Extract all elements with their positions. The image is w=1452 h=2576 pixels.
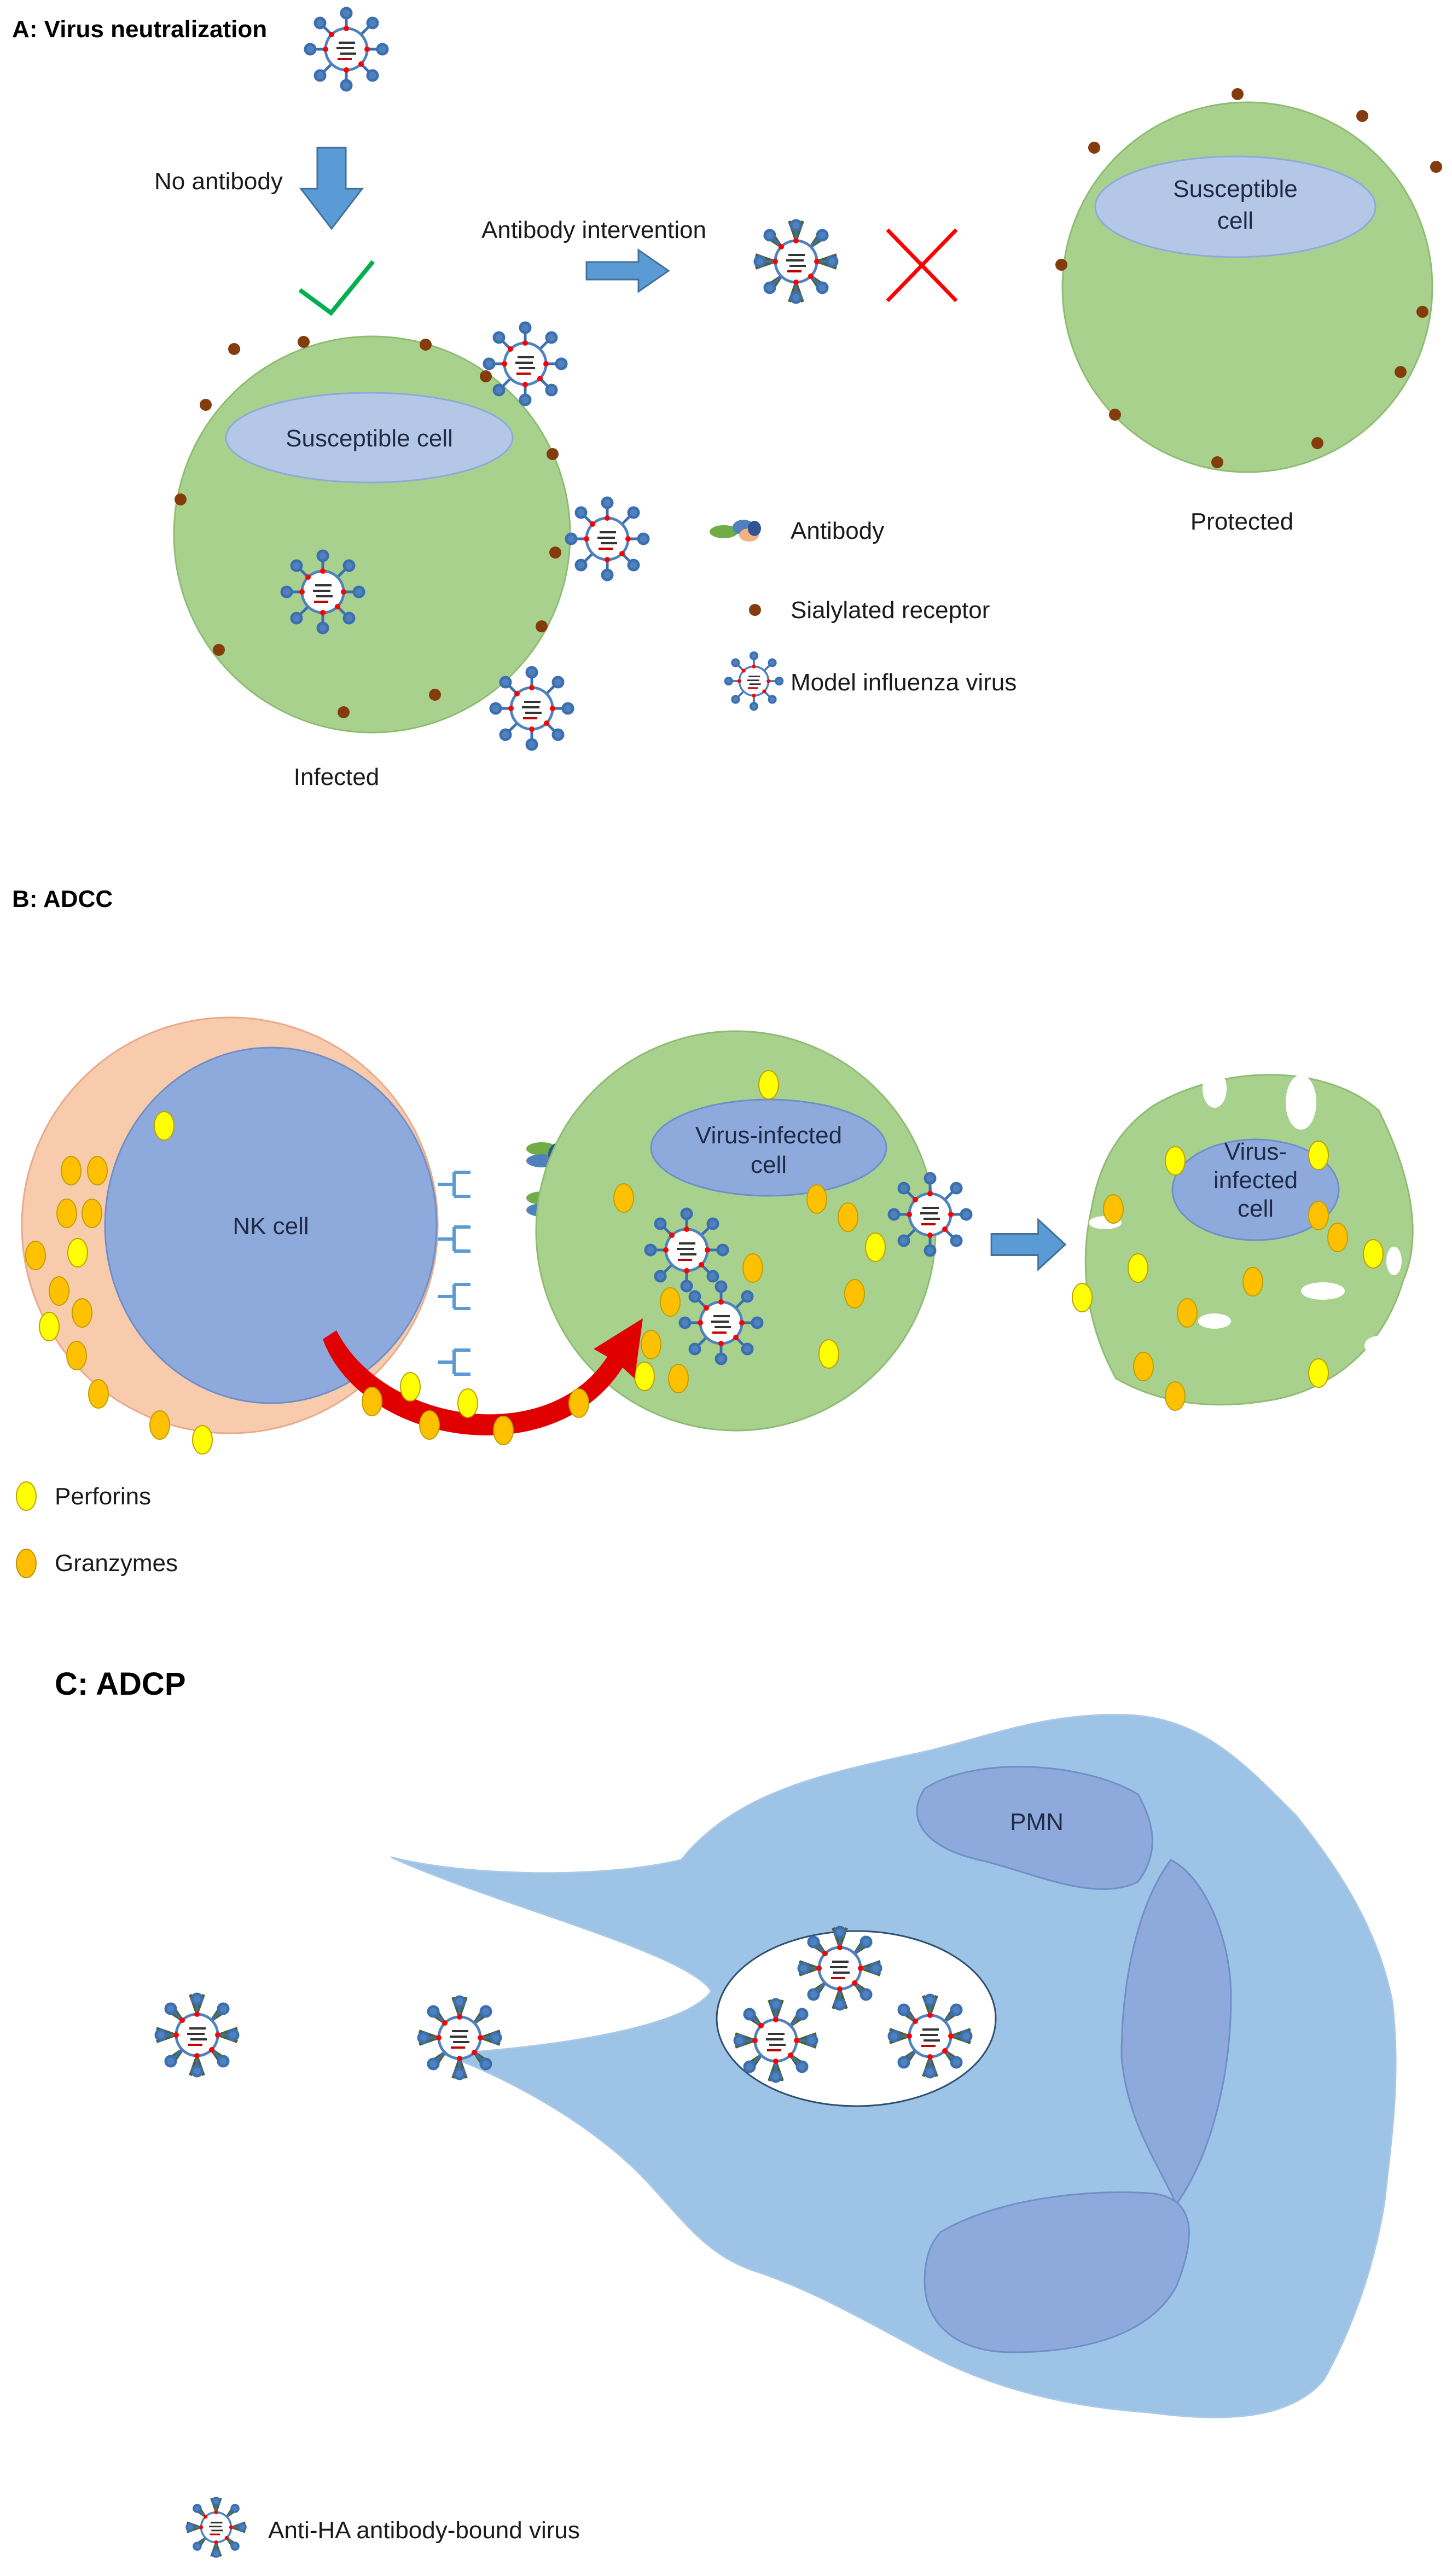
legend-receptor-label: Sialylated receptor (791, 597, 990, 624)
bound-virus-icon (566, 498, 648, 580)
infected-label: Infected (294, 764, 380, 790)
infected-cell-label-line2: cell (751, 1152, 787, 1178)
receptor-dots-right (1055, 88, 1442, 468)
infected-cell-label-line1: Virus-infected (695, 1122, 842, 1149)
bound-virus-icon (491, 667, 573, 749)
lysed-cell-label-line3: cell (1238, 1195, 1274, 1222)
intracellular-virus-icon (646, 1209, 728, 1291)
lysis-arrow-icon (990, 1218, 1066, 1271)
antibody-icon (710, 520, 761, 542)
panel-b-title: B: ADCC (12, 886, 113, 912)
perforin-transfer-arrow-icon (323, 1318, 643, 1435)
bound-virus-icon (484, 323, 566, 405)
free-antibody-bound-virus-icon (156, 1994, 238, 2076)
infected-cell (173, 335, 571, 734)
legend-perforins-label: Perforins (55, 1483, 151, 1510)
susceptible-cell-right-line1: Susceptible (1173, 176, 1297, 202)
pmn-label: PMN (1010, 1809, 1064, 1835)
phagocytosed-virus-icon (889, 1995, 971, 2077)
intracellular-virus-icon (282, 551, 364, 633)
phagosome (716, 1930, 997, 2107)
legend-antibody-label: Antibody (791, 517, 884, 544)
antibody-intervention-label: Antibody intervention (481, 217, 706, 243)
virus-icon (305, 8, 387, 90)
no-antibody-label: No antibody (154, 168, 283, 195)
no-antibody-arrow-icon (299, 147, 364, 230)
legend-antibody-bound-virus-icon (187, 2498, 246, 2557)
lysed-cell-label-line1: Virus- (1224, 1138, 1287, 1165)
protected-cell (1061, 101, 1433, 473)
legend-virus-label: Model influenza virus (791, 669, 1017, 696)
fc-receptors (438, 1172, 471, 1374)
neutralized-virus-icon (755, 220, 837, 303)
pmn-nucleus (916, 1766, 1232, 2353)
panel-a-title: A: Virus neutralization (12, 16, 267, 43)
lysed-cell-granules (1072, 1141, 1384, 1411)
antibody-intervention-arrow-icon (585, 249, 670, 293)
legend-granzymes-label: Granzymes (55, 1550, 178, 1577)
phagocytosed-virus-icon (799, 1927, 881, 2009)
intracellular-virus-icon (680, 1282, 762, 1364)
receptor-dots-left (175, 336, 561, 718)
lysed-infected-cell (1084, 1069, 1414, 1406)
legend-virus-icon (724, 651, 784, 711)
lysed-cell-label-line2: infected (1213, 1167, 1298, 1194)
free-antibody-bound-virus-icon (419, 1997, 501, 2079)
panel-c-title: C: ADCP (55, 1666, 186, 1702)
granzyme-icon (16, 1549, 37, 1578)
receptor-dot (749, 604, 761, 616)
transit-granules (362, 1372, 589, 1445)
legend-antibody-bound-virus-label: Anti-HA antibody-bound virus (268, 2517, 580, 2544)
susceptible-cell-label: Susceptible cell (286, 425, 453, 452)
phagocytosed-virus-icon (735, 1999, 817, 2081)
virus-infected-cell (535, 1030, 937, 1432)
intracellular-virus-icon (889, 1173, 971, 1255)
nk-granules (25, 1111, 213, 1455)
susceptible-cell-right-line2: cell (1217, 207, 1253, 234)
cross-icon (886, 228, 958, 303)
check-icon (298, 260, 375, 316)
infected-cell-granules (613, 1070, 886, 1393)
perforin-icon (16, 1481, 37, 1511)
nk-cell-label: NK cell (233, 1213, 309, 1240)
protected-label: Protected (1190, 508, 1293, 535)
nk-cell (21, 1016, 439, 1434)
